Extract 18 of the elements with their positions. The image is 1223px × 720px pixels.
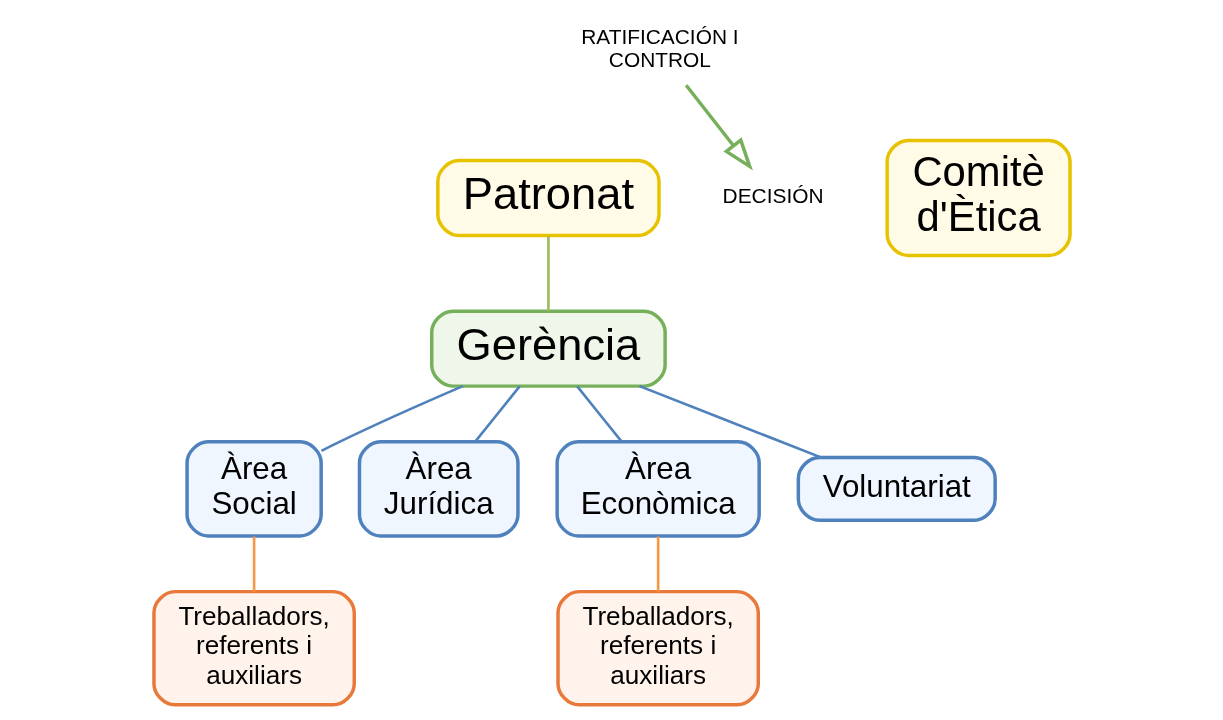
connector xyxy=(546,236,550,311)
connector xyxy=(656,536,659,592)
connector xyxy=(320,384,463,452)
connector xyxy=(575,385,623,443)
node-box: Treballadors, referents i auxiliars xyxy=(555,589,760,707)
label: DECISIÓN xyxy=(722,184,824,208)
connector xyxy=(638,384,821,459)
connector xyxy=(473,385,521,443)
node-box: Treballadors, referents i auxiliars xyxy=(151,589,356,707)
node-box: Àrea Social xyxy=(184,440,323,538)
node-box: Àrea Jurídica xyxy=(357,440,520,538)
connector xyxy=(252,536,255,592)
node-box: Patronat xyxy=(435,158,661,238)
node-box: Voluntariat xyxy=(796,455,997,522)
node-box: Gerència xyxy=(429,309,667,388)
label: RATIFICACIÓN I CONTROL xyxy=(580,25,739,71)
node-box: Àrea Econòmica xyxy=(554,440,761,538)
node-box: Comitè d'Ètica xyxy=(884,138,1072,258)
